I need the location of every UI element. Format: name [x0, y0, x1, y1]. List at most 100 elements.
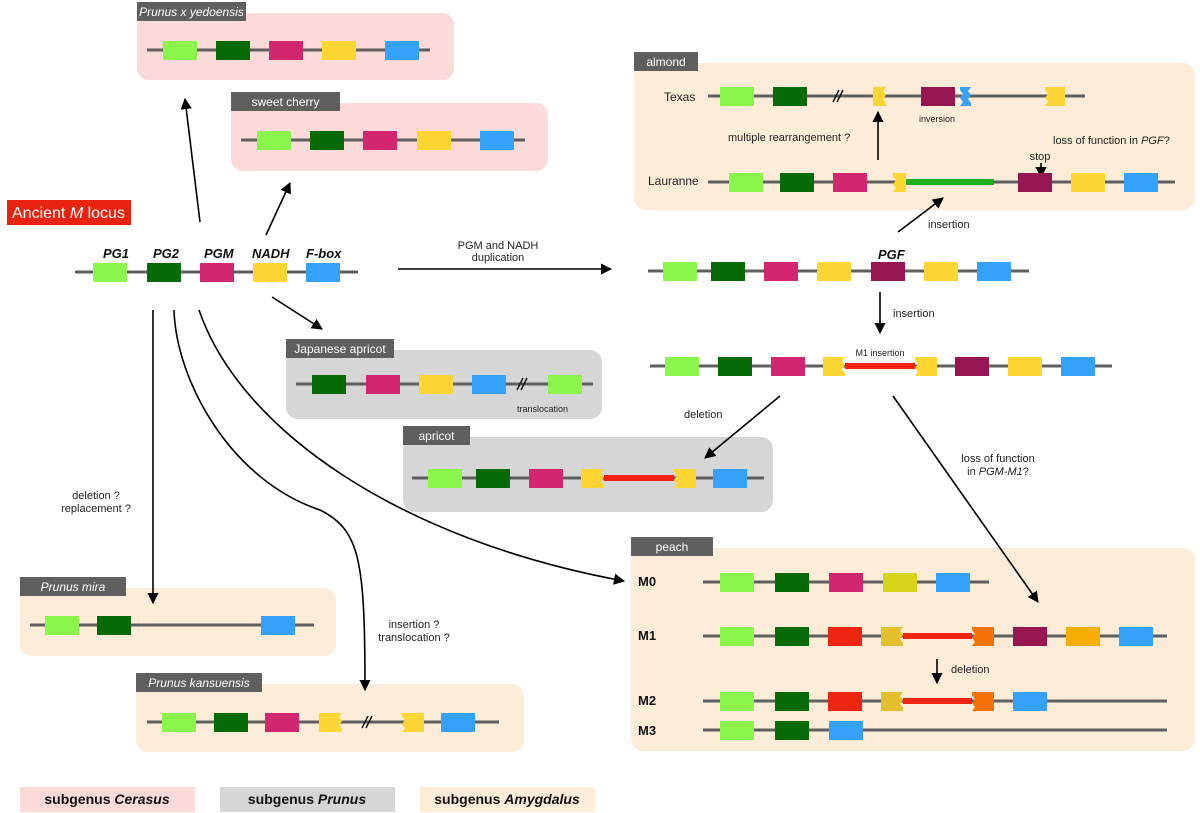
panel-title-sweet_cherry: sweet cherry — [251, 95, 319, 109]
gene-pg1 — [45, 616, 79, 635]
gene-fbox — [936, 573, 970, 592]
gene-fbox — [472, 375, 506, 394]
panel-mira — [20, 588, 336, 656]
gene-fbox — [977, 262, 1011, 281]
gene-nadh-part — [402, 713, 424, 732]
m1-insertion-label: M1 insertion — [855, 348, 904, 358]
gene-pg2 — [97, 616, 131, 635]
panel-title-kansuensis: Prunus kansuensis — [148, 676, 249, 690]
gene-nadh — [1066, 627, 1100, 646]
gene-nadh — [322, 41, 356, 60]
mira-note-2: replacement ? — [61, 503, 131, 515]
gene-label-nadh: NADH — [252, 246, 290, 261]
gene-nadh — [1008, 357, 1042, 376]
arrow-to-peach-m1 — [892, 395, 1039, 603]
loss-function-m1-label-1: loss of function — [961, 453, 1034, 465]
stop-label: stop — [1030, 151, 1051, 163]
gene-pg1 — [257, 131, 291, 150]
gene-nadh-part — [915, 357, 937, 376]
arrow-to-japanese-apricot — [271, 296, 323, 330]
break-icon — [516, 377, 524, 391]
gene-nadh-part — [972, 627, 994, 646]
loss-function-pgf-label: loss of function in PGF? — [1053, 135, 1170, 147]
gene-nadh-part — [881, 692, 903, 711]
gene-fbox — [1013, 692, 1047, 711]
gene-nadh — [817, 262, 851, 281]
kansuensis-note-2: translocation ? — [378, 632, 450, 644]
gene-pgf — [871, 262, 905, 281]
gene-pg1 — [428, 469, 462, 488]
gene-nadh-part — [581, 469, 604, 488]
gene-pgm-m1 — [828, 692, 862, 711]
gene-fbox — [306, 263, 340, 282]
gene-pgf — [955, 357, 989, 376]
arrow-to-yedoensis — [180, 97, 201, 223]
arrow-to-sweet-cherry — [265, 181, 291, 236]
gene-pg2 — [711, 262, 745, 281]
gene-fbox — [261, 616, 295, 635]
peach-row-label-m2: M2 — [638, 693, 656, 708]
gene-pgm — [833, 173, 867, 192]
gene-pg2 — [775, 627, 809, 646]
m1-insertion-bar — [845, 363, 915, 369]
gene-fbox — [385, 41, 419, 60]
kansuensis-note-1: insertion ? — [389, 619, 440, 631]
legend-label-amygdalus: subgenus Amygdalus — [434, 791, 580, 807]
legend-swatch-amygdalus — [420, 787, 595, 812]
panel-header-apricot — [403, 426, 470, 445]
inversion-label: inversion — [919, 114, 955, 124]
mira-note-1: deletion ? — [72, 490, 120, 502]
gene-pg2 — [775, 573, 809, 592]
gene-pg1 — [720, 627, 754, 646]
peach-row-label-m3: M3 — [638, 723, 656, 738]
loss-function-m1-label-2: in PGM-M1? — [967, 466, 1029, 478]
gene-pg2 — [718, 357, 752, 376]
gene-pgm — [529, 469, 563, 488]
gene-nadh — [924, 262, 958, 281]
pgf-gene-label: PGF — [878, 247, 906, 262]
gene-pgm — [200, 263, 234, 282]
gene-fbox — [1124, 173, 1158, 192]
gene-fbox-part — [960, 87, 971, 106]
peach-deletion-label: deletion — [951, 664, 990, 676]
gene-fbox — [829, 721, 863, 740]
gene-nadh — [417, 131, 451, 150]
gene-nadh-part — [893, 173, 906, 192]
gene-fbox — [441, 713, 475, 732]
rearrangement-label: multiple rearrangement ? — [728, 132, 850, 144]
gene-pgm — [829, 573, 863, 592]
legend-swatch-cerasus — [20, 787, 195, 812]
gene-fbox — [713, 469, 747, 488]
gene-pg2 — [147, 263, 181, 282]
arrow-to-apricot — [704, 395, 781, 459]
m1-insertion-bar — [903, 698, 972, 704]
gene-pg1 — [163, 41, 197, 60]
panel-header-japanese_apricot — [286, 339, 394, 358]
panel-title-apricot: apricot — [418, 429, 455, 443]
gene-pg1 — [720, 573, 754, 592]
svg-text:Ancient M locus: Ancient M locus — [12, 205, 125, 222]
gene-pg1 — [720, 721, 754, 740]
gene-pg2 — [312, 375, 346, 394]
m1-insertion-bar — [903, 633, 972, 639]
panel-title-peach: peach — [656, 540, 689, 554]
gene-nadh-part — [674, 469, 696, 488]
arrow-to-peach-m0 — [198, 309, 626, 585]
gene-label-fbox: F-box — [306, 246, 342, 261]
gene-nadh — [1071, 173, 1105, 192]
break-icon — [836, 89, 844, 103]
gene-pg1 — [663, 262, 697, 281]
legend-swatch-prunus — [220, 787, 395, 812]
legend-label-cerasus: subgenus Cerasus — [44, 791, 169, 807]
gene-nadh-part — [881, 627, 903, 646]
gene-nadh-part — [319, 713, 342, 732]
gene-pgf — [1018, 173, 1052, 192]
panel-title-almond: almond — [646, 55, 685, 69]
gene-pg2 — [780, 173, 814, 192]
gene-pg1 — [729, 173, 763, 192]
panel-header-peach — [631, 537, 713, 556]
deletion-label-apricot: deletion — [684, 409, 723, 421]
legend-label-prunus: subgenus Prunus — [248, 791, 366, 807]
gene-nadh — [883, 573, 917, 592]
